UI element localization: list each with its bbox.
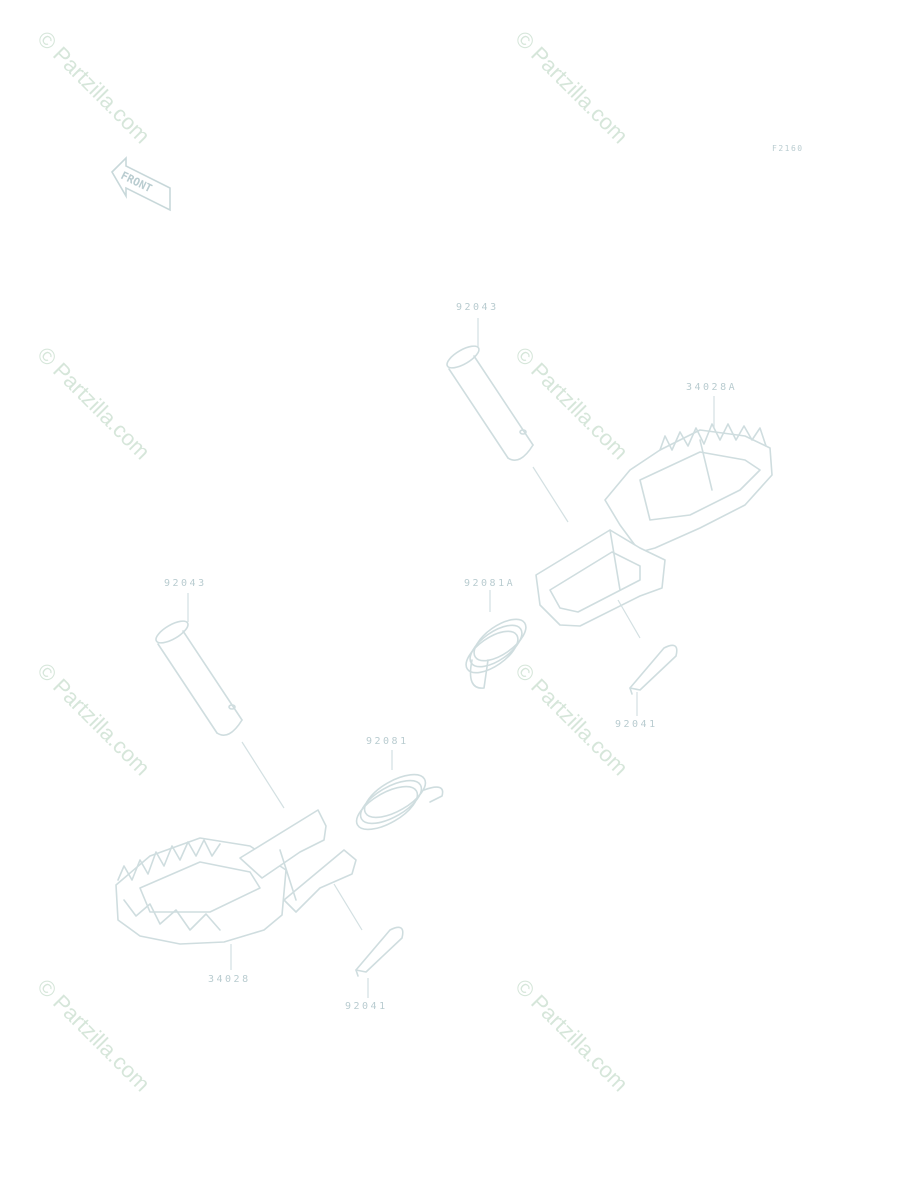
footpeg-left [115,809,357,945]
watermark: © Partzilla.com [510,26,633,149]
watermark: © Partzilla.com [510,342,633,465]
watermark: © Partzilla.com [32,342,155,465]
part-label-spring-right: 92081A [464,578,515,589]
footpeg-right [535,423,773,627]
spring-right [465,618,527,689]
front-arrow-icon: FRONT [110,156,171,212]
part-label-pin-lower: 92043 [164,578,207,589]
pin-upper [446,345,534,461]
part-label-cotter-right: 92041 [615,719,658,730]
part-label-footpeg-left: 34028 [208,974,251,985]
leader-line [333,883,363,931]
part-label-footpeg-right: 34028A [686,382,737,393]
spring-left [355,773,444,831]
watermark: © Partzilla.com [510,974,633,1097]
part-label-spring-left: 92081 [366,736,409,747]
cotter-right [629,644,678,695]
pin-lower [155,620,243,736]
watermark: © Partzilla.com [32,974,155,1097]
watermark: © Partzilla.com [32,26,155,149]
watermark: © Partzilla.com [32,658,155,781]
leader-line [241,741,285,809]
leader-line [617,599,641,639]
leader-line [532,466,569,523]
part-label-pin-upper: 92043 [456,302,499,313]
cotter-left [355,926,404,977]
part-label-cotter-left: 92041 [345,1001,388,1012]
figure-code: F2160 [772,144,804,153]
